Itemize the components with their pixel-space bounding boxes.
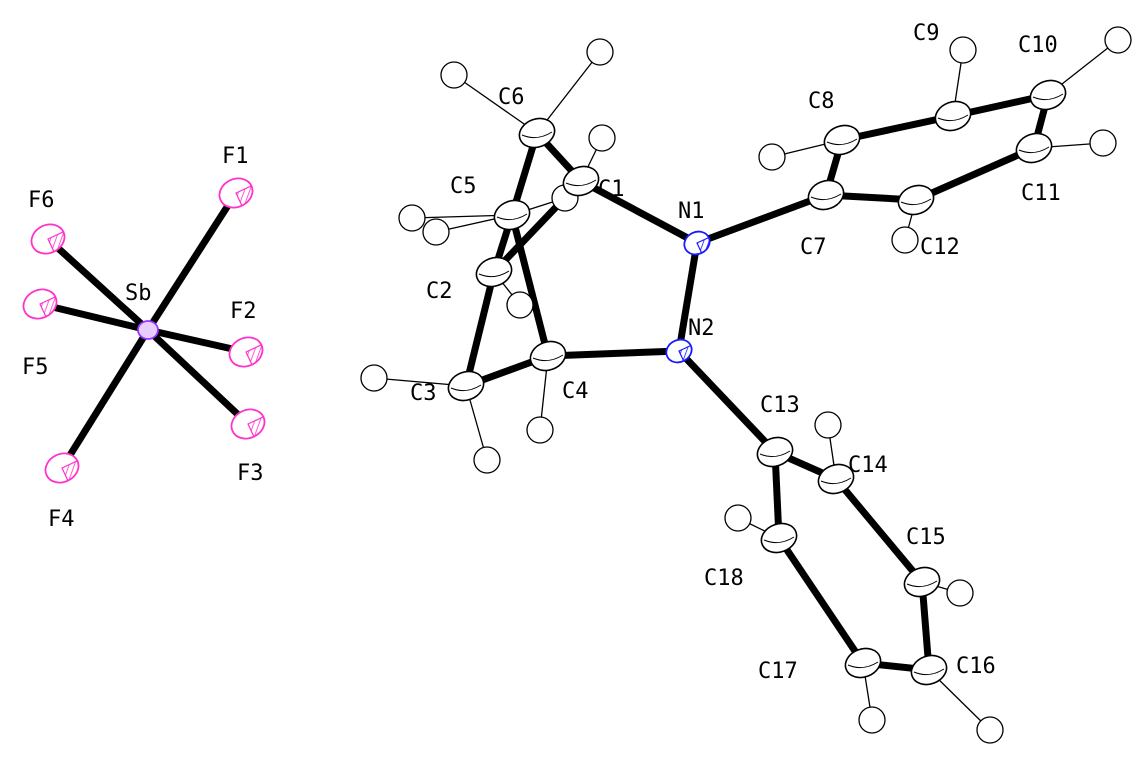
bond-C1-N1 <box>579 177 699 247</box>
hydrogen-atom <box>1089 129 1117 157</box>
atom-label-f6: F6 <box>28 188 55 213</box>
bond-Sb-F5 <box>39 300 149 334</box>
atom-f3 <box>230 408 266 440</box>
bond-Sb-F1 <box>145 191 239 332</box>
atom-label-c16: C16 <box>956 654 996 679</box>
atom-c5 <box>493 199 531 231</box>
atom-c16 <box>910 654 948 686</box>
hydrogen-atom <box>758 143 786 171</box>
atom-n1 <box>683 230 711 256</box>
atom-f1 <box>218 177 254 209</box>
hydrogen-atom <box>949 36 977 64</box>
bond-Sb-F4 <box>59 328 151 470</box>
atom-f6 <box>30 223 66 255</box>
bond-N1-N2 <box>675 242 701 352</box>
atom-label-f2: F2 <box>230 299 257 324</box>
atom-c4 <box>529 340 567 372</box>
atom-label-f3: F3 <box>237 461 264 486</box>
bond-h-1 <box>453 74 538 134</box>
atom-c8 <box>823 124 861 156</box>
hydrogen-atom <box>473 446 501 474</box>
atom-c12 <box>897 184 935 216</box>
hydrogen-atom <box>422 218 450 246</box>
atom-c18 <box>760 522 798 554</box>
atom-label-c6: C6 <box>498 85 525 110</box>
hydrogen-atom <box>586 38 614 66</box>
atom-f5 <box>22 288 58 320</box>
atom-label-c12: C12 <box>920 235 960 260</box>
atom-c10 <box>1029 79 1067 111</box>
atom-label-c11: C11 <box>1021 181 1061 206</box>
heavy-atom-bonds <box>39 91 1052 674</box>
bond-N1-C7 <box>695 191 828 247</box>
atom-label-c17: C17 <box>758 659 798 684</box>
bond-N2-C4 <box>547 347 680 360</box>
atom-label-c9: C9 <box>913 21 940 46</box>
atom-label-f5: F5 <box>22 355 49 380</box>
heavy-atoms <box>22 79 1067 686</box>
hydrogen-bonds <box>373 39 1119 731</box>
hydrogen-atom <box>814 411 842 439</box>
hydrogen-atom <box>360 364 388 392</box>
bond-C17-C18 <box>776 536 866 665</box>
atom-c15 <box>903 566 941 598</box>
atom-label-n2: N2 <box>688 316 715 341</box>
bond-Sb-F3 <box>145 327 251 427</box>
hydrogen-atom <box>946 579 974 607</box>
atom-label-c18: C18 <box>704 566 744 591</box>
atom-c17 <box>844 647 882 679</box>
hydrogen-atoms <box>360 26 1132 744</box>
atom-c14 <box>817 463 855 495</box>
atom-label-c7: C7 <box>800 235 827 260</box>
hydrogen-atom <box>526 416 554 444</box>
bond-C14-C15 <box>833 476 925 585</box>
hydrogen-atom <box>440 61 468 89</box>
atom-label-c13: C13 <box>760 393 800 418</box>
bond-C5-C4 <box>508 214 552 357</box>
bond-C11-C12 <box>914 144 1036 204</box>
atom-n2 <box>665 338 693 364</box>
bond-Sb-F2 <box>147 326 247 356</box>
hydrogen-atom <box>976 716 1004 744</box>
hydrogen-atom <box>1104 26 1132 54</box>
atom-c3 <box>447 370 485 402</box>
hydrogen-atom <box>858 706 886 734</box>
atom-label-c14: C14 <box>848 453 888 478</box>
atom-label-c10: C10 <box>1018 33 1058 58</box>
atom-c9 <box>934 100 972 132</box>
atom-c7 <box>807 179 845 211</box>
atom-label-n1: N1 <box>678 199 705 224</box>
bond-N2-C13 <box>676 348 778 455</box>
atom-label-c4: C4 <box>562 379 589 404</box>
hydrogen-atom <box>724 504 752 532</box>
hydrogen-atom <box>891 226 919 254</box>
atom-label-c15: C15 <box>906 525 946 550</box>
bond-C8-C9 <box>841 112 954 144</box>
atom-sb <box>137 320 159 340</box>
atom-label-c1: C1 <box>598 177 625 202</box>
atom-label-f1: F1 <box>222 144 249 169</box>
atom-c13 <box>756 436 794 468</box>
atom-c1 <box>562 165 600 197</box>
atom-c11 <box>1015 132 1053 164</box>
atom-c6 <box>518 117 556 149</box>
hydrogen-atom <box>588 124 616 152</box>
atom-label-c8: C8 <box>808 89 835 114</box>
hydrogen-atom <box>398 204 426 232</box>
atom-label-sb: Sb <box>125 281 152 306</box>
atom-label-f4: F4 <box>48 507 75 532</box>
atom-f4 <box>44 452 80 484</box>
atom-label-c3: C3 <box>410 381 437 406</box>
atom-c2 <box>475 256 513 288</box>
atom-label-c5: C5 <box>450 174 477 199</box>
bond-Sb-F6 <box>45 236 151 333</box>
atom-label-c2: C2 <box>426 279 453 304</box>
atom-f2 <box>228 336 264 368</box>
hydrogen-atom <box>506 291 534 319</box>
bond-C2-C3 <box>462 271 498 387</box>
